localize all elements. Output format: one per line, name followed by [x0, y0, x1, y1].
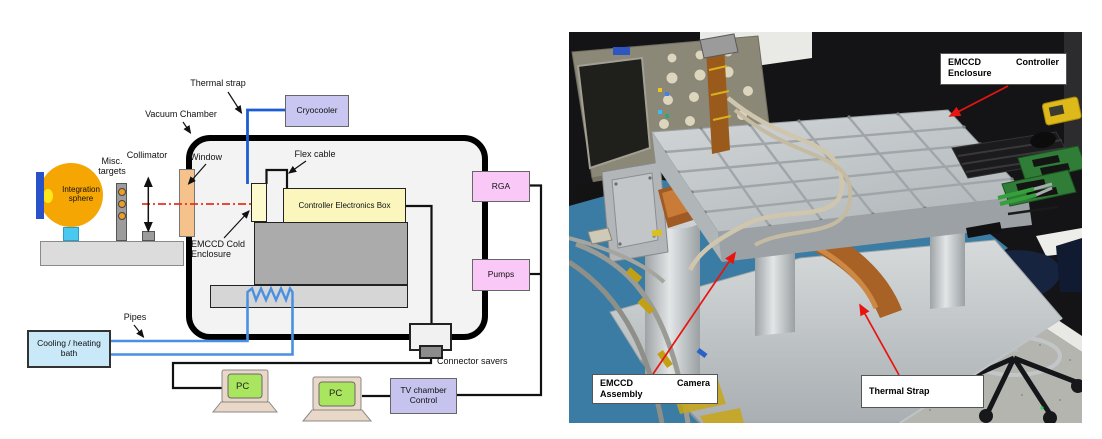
sphere-stand: [63, 227, 79, 241]
rga-box: RGA: [472, 171, 530, 202]
window-arrow: [187, 163, 207, 185]
rga-label: RGA: [491, 180, 511, 191]
photo-arrows: [652, 85, 1009, 376]
connector-saver-plug: [419, 345, 443, 359]
monitor-bezel: [1064, 32, 1082, 157]
target-dot: [117, 211, 126, 220]
pc-left-laptop: [211, 369, 279, 413]
optical-bench: [40, 241, 184, 266]
pc-right-laptop: [301, 376, 373, 422]
photo-panel: [567, 32, 1087, 425]
chamber-window: [179, 169, 195, 237]
cooling-heating-bath-label: Cooling / heating bath: [37, 338, 101, 358]
flex-cable-shape: [265, 168, 289, 189]
misc-targets-label: Misc. targets: [98, 156, 126, 177]
integration-sphere-label: Integration sphere: [62, 185, 100, 204]
callout-text: Thermal Strap: [869, 385, 930, 396]
emccd-cold-enclosure-label: EMCCD Cold Enclosure: [191, 239, 246, 260]
callout-thermal-strap: Thermal Strap: [861, 375, 984, 408]
controller-electronics-box: Controller Electronics Box: [283, 188, 406, 223]
enclosure-arrow: [948, 85, 1009, 117]
target-dot: [117, 199, 126, 208]
heat-exchanger-zigzag: [246, 285, 294, 304]
camera-arrow: [652, 251, 736, 375]
thermal-strap-arrow: [227, 91, 243, 115]
flex-cable-arrow: [288, 160, 307, 174]
pipe-return: [107, 300, 294, 356]
cable-connector: [587, 227, 613, 245]
connector-to-pc-cable: [171, 359, 433, 390]
pc-left-label: PC: [236, 381, 250, 392]
multimeter: [1041, 96, 1082, 126]
rga-tv-cable: [455, 184, 543, 397]
cables: [567, 96, 853, 424]
cooling-heating-bath-box: Cooling / heating bath: [27, 330, 111, 368]
mouse: [1030, 131, 1056, 149]
photo-scene: [567, 32, 1087, 425]
tv-chamber-control-box: TV chamber Control: [390, 378, 457, 414]
pipes-label: Pipes: [123, 312, 147, 322]
dark-tool: [966, 222, 1002, 238]
controller-cable: [404, 204, 433, 323]
pen: [1007, 205, 1059, 216]
collimator-label: Collimator: [126, 150, 168, 160]
sphere-exit-port: [36, 172, 44, 219]
pliers: [997, 182, 1053, 206]
target-dot: [117, 187, 126, 196]
camera-body-block: [254, 222, 408, 285]
cold-enclosure-arrow: [223, 210, 250, 239]
vacuum-chamber-label: Vacuum Chamber: [145, 109, 217, 119]
sphere-lamp-dot: [43, 189, 53, 203]
kapton-tape: [700, 408, 744, 423]
pumps-label: Pumps: [487, 269, 515, 280]
callout-text: EMCCD: [948, 57, 981, 67]
callout-text: Camera: [676, 378, 710, 388]
window-label: Window: [189, 152, 222, 162]
vacuum-chamber-arrow: [182, 121, 192, 134]
thermal-strap-label: Thermal strap: [190, 78, 246, 88]
controller-electronics-label: Controller Electronics Box: [298, 200, 391, 210]
connector-savers-label: Connector savers: [437, 356, 508, 366]
pipes-arrow: [133, 324, 145, 338]
callout-camera-assembly: EMCCD Camera Assembly: [592, 374, 718, 404]
diagram-lines: [107, 91, 543, 422]
tv-chamber-control-label: TV chamber Control: [400, 385, 447, 405]
cryocooler-box: Cryocooler: [285, 95, 349, 127]
pumps-box: Pumps: [472, 259, 530, 291]
cryocooler-label: Cryocooler: [296, 105, 338, 116]
callout-text: EMCCD: [600, 378, 633, 388]
callout-controller-enclosure: EMCCD Controller Enclosure: [940, 53, 1067, 85]
emccd-cold-enclosure-box: [251, 183, 267, 222]
callout-text: Assembly: [600, 389, 643, 400]
pipe-supply: [107, 300, 249, 343]
pc-right-label: PC: [329, 388, 343, 399]
thermal-strap-line: [246, 108, 285, 184]
flex-cable-label: Flex cable: [294, 149, 336, 159]
callout-text: Enclosure: [948, 68, 992, 79]
callout-text: Controller: [1015, 57, 1059, 67]
strap-arrow: [859, 303, 900, 376]
kapton-harness: [699, 33, 739, 154]
